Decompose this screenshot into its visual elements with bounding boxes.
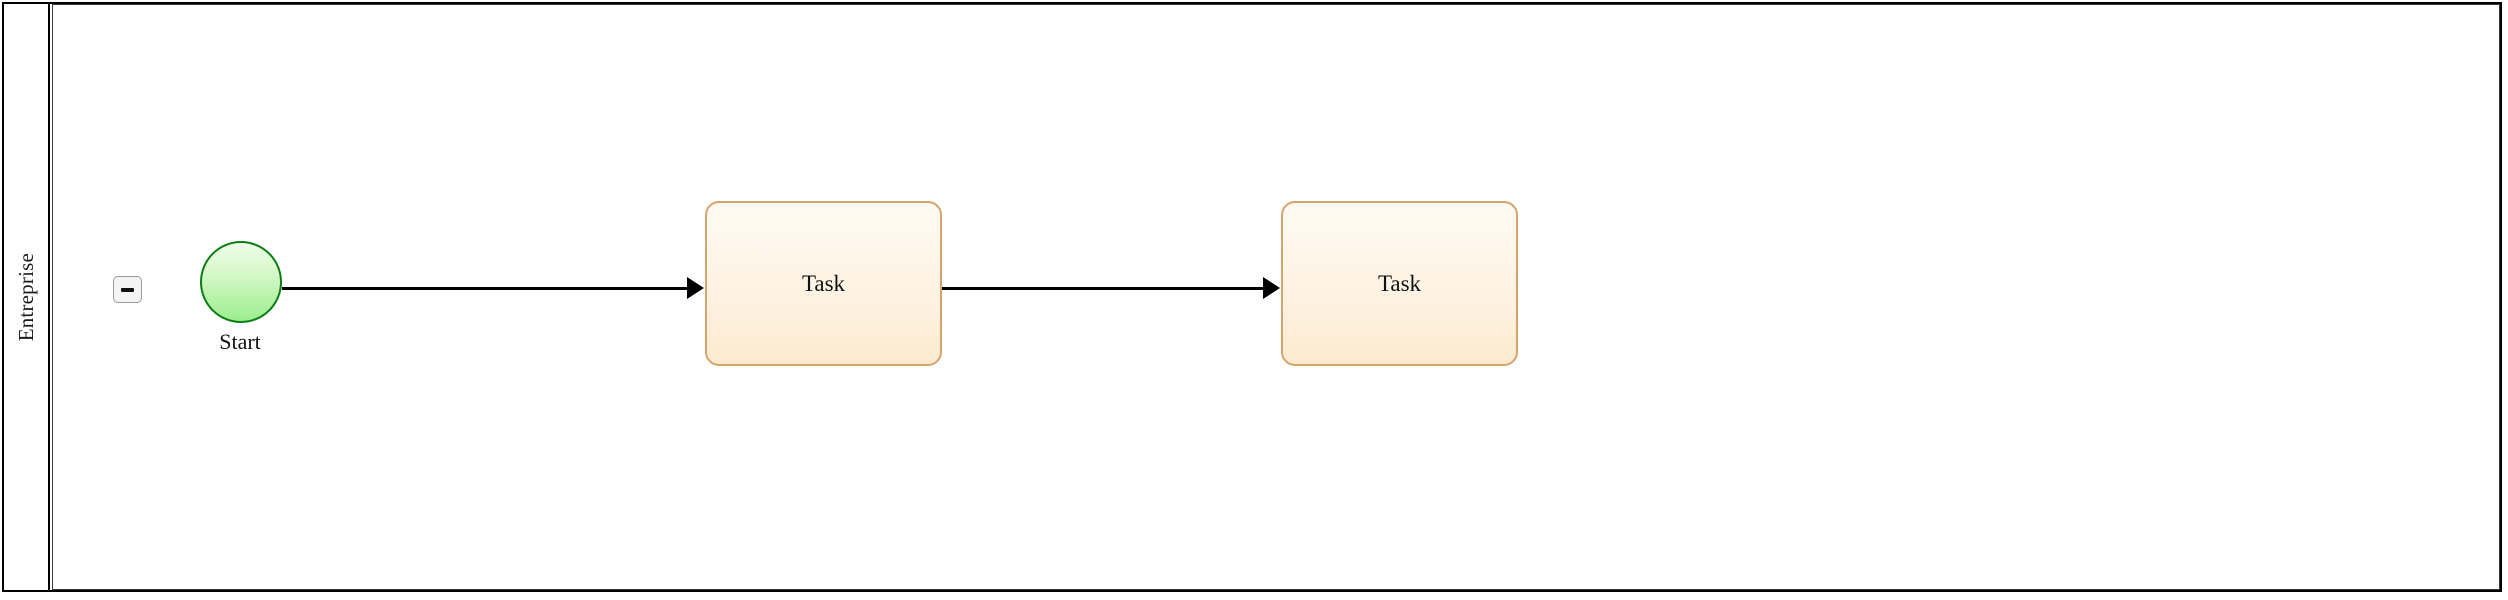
arrowhead-icon <box>1263 277 1280 299</box>
task-label: Task <box>801 270 846 296</box>
task-node-1[interactable]: Task <box>705 201 942 366</box>
task-label: Task <box>1377 270 1422 296</box>
minus-icon <box>121 287 134 292</box>
pool-header[interactable]: Entreprise <box>4 4 50 590</box>
pool-name-label: Entreprise <box>13 252 38 342</box>
sequence-flow-task1-to-task2[interactable] <box>942 287 1264 290</box>
start-event-label: Start <box>219 329 261 354</box>
pool-lane-body: Start Task Task <box>52 4 2500 590</box>
arrowhead-icon <box>687 277 704 299</box>
task-node-2[interactable]: Task <box>1281 201 1518 366</box>
sequence-flow-start-to-task1[interactable] <box>282 287 688 290</box>
start-event-node[interactable] <box>200 241 282 323</box>
collapse-toggle-button[interactable] <box>113 276 142 303</box>
